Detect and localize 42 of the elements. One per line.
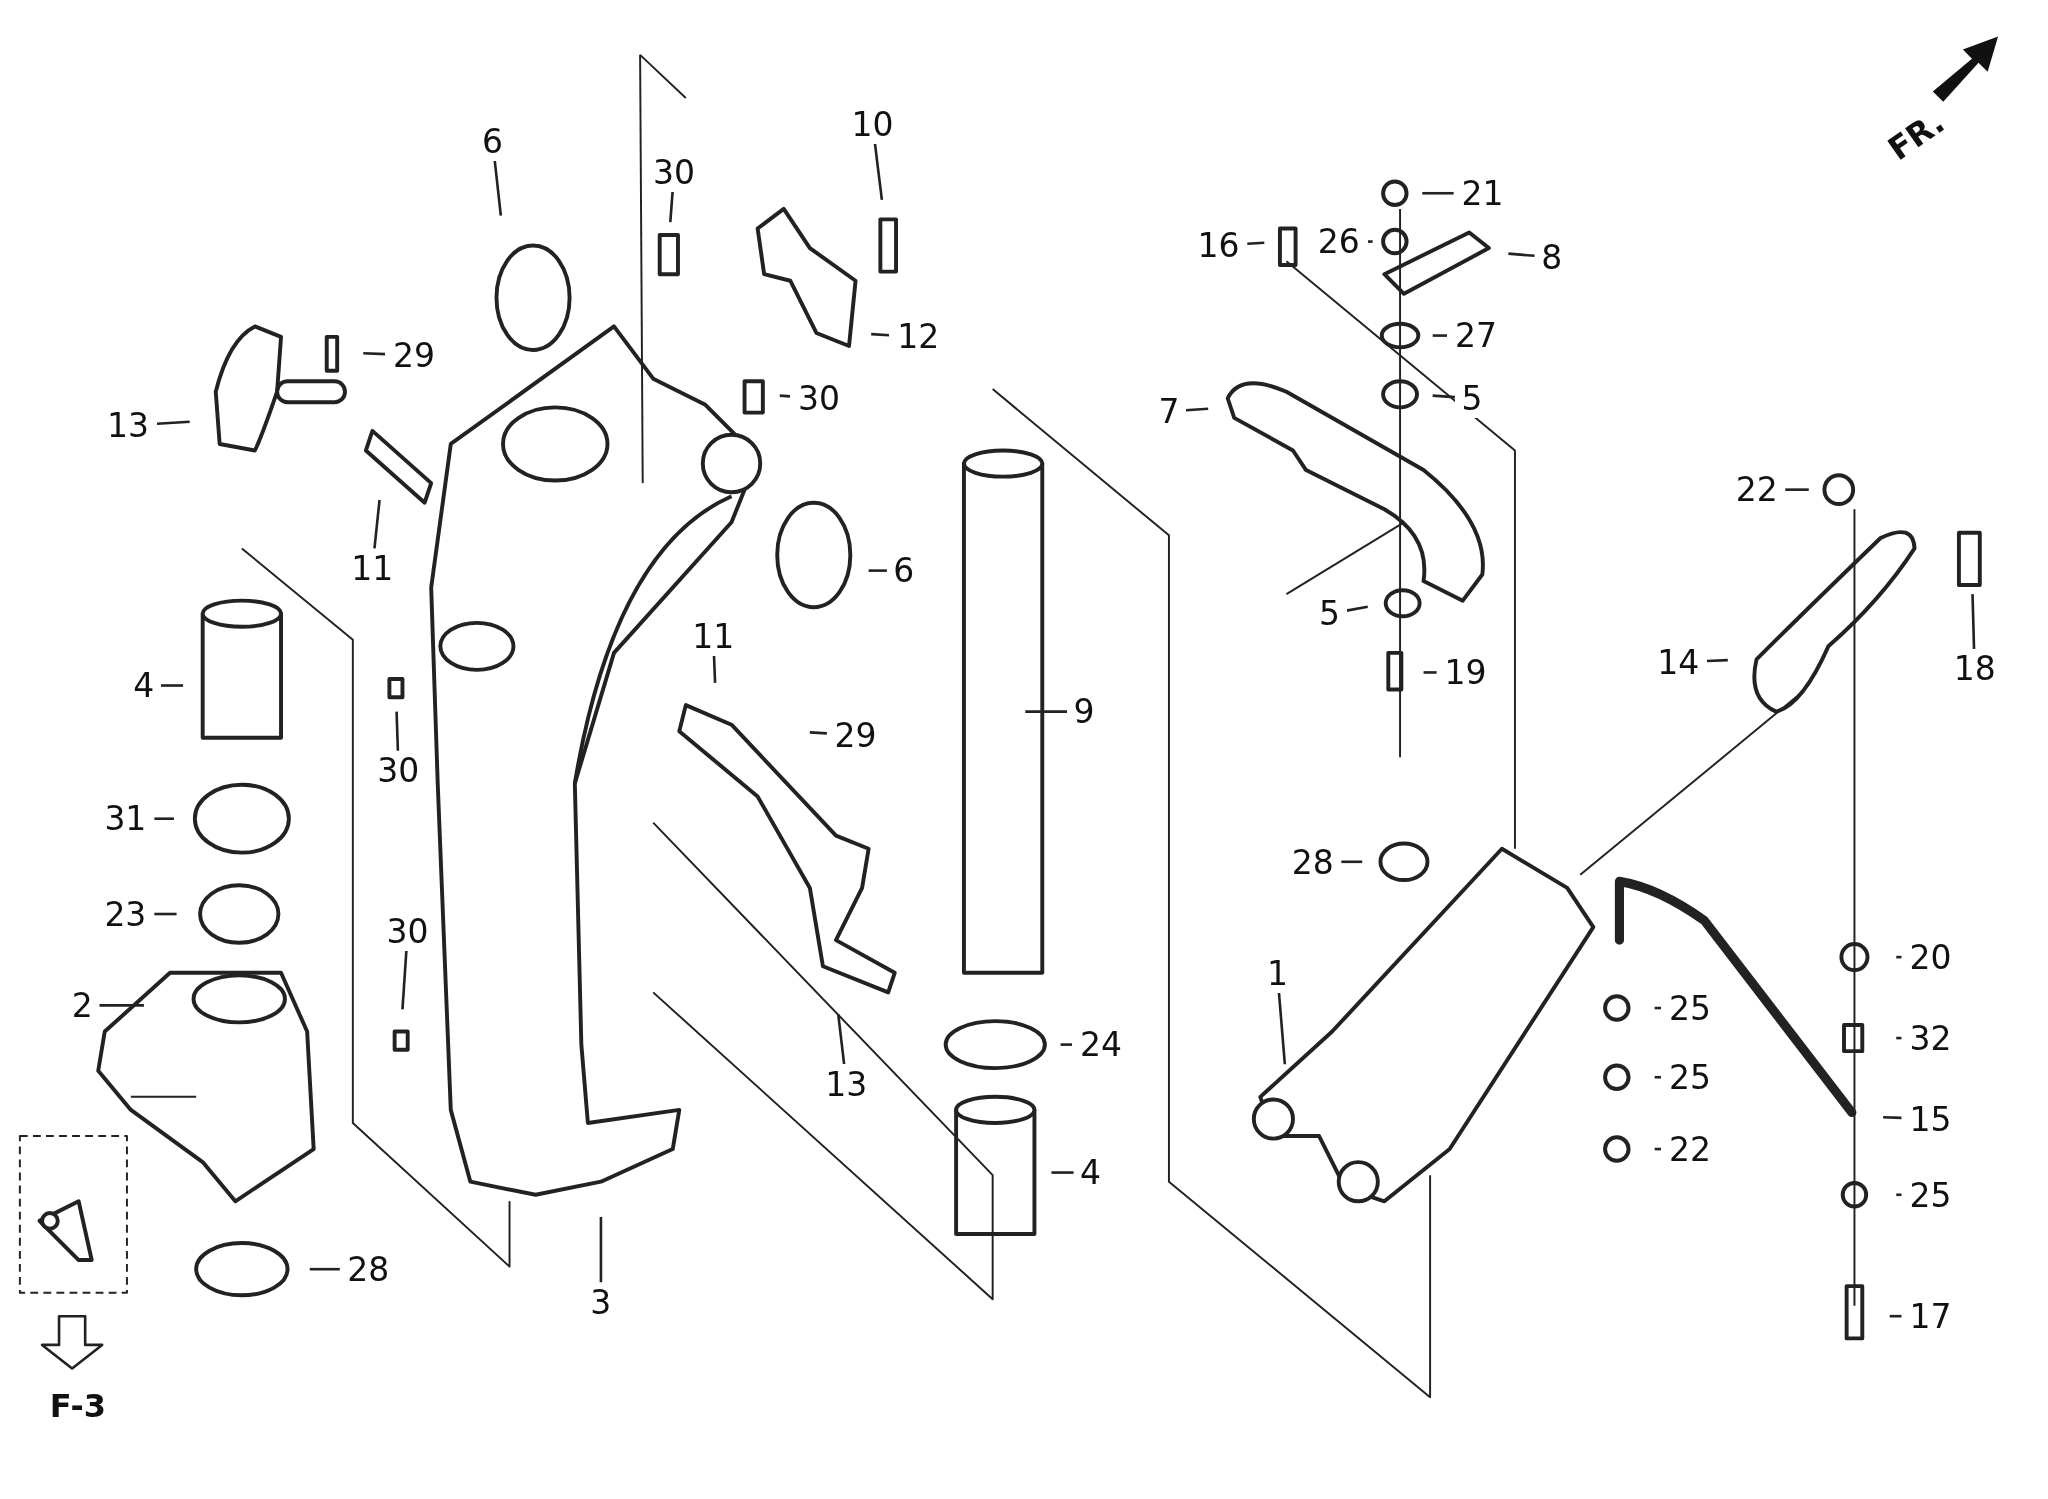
leader-line [1896,1193,1902,1197]
leader-line [493,160,503,216]
leader-line [160,684,184,687]
leader-line [363,351,386,356]
leader-line [1654,1075,1662,1079]
leader-line [712,655,717,683]
leader-line [395,711,400,751]
leader-line [1432,394,1455,399]
leader-line [868,569,887,572]
leader-line [373,499,381,549]
leader-line [154,817,174,820]
leader-line [1706,658,1728,663]
leader-line [1971,594,1976,649]
leader-line [1060,1043,1073,1046]
leader-line [809,731,827,735]
leader-line [1367,240,1373,243]
leader-line [1883,1115,1902,1120]
leader-line [873,143,884,201]
leader-line [99,1004,144,1007]
leader-line [1508,252,1535,258]
leader-line [1277,992,1287,1065]
leader-line [1185,407,1209,412]
leader-line [401,950,408,1010]
leader-line [156,420,190,426]
direction-label: FR. [1880,103,1952,169]
leader-line [1247,241,1265,246]
leader-line [1341,860,1363,864]
leader-line [871,332,890,337]
reference-label: F-3 [49,1387,107,1426]
leader-line [836,1014,846,1065]
leader-line [1889,1314,1902,1318]
leader-line [1423,671,1437,674]
leader-line [1785,488,1809,491]
leader-line [1346,605,1368,612]
leader-line [1025,710,1068,713]
leader-line [154,912,177,916]
leader-line [1422,191,1454,195]
leader-line [599,1216,603,1283]
leader-line [1051,1171,1074,1174]
leader-line [309,1267,340,1271]
leader-line [669,191,674,223]
leader-line [1432,334,1448,337]
